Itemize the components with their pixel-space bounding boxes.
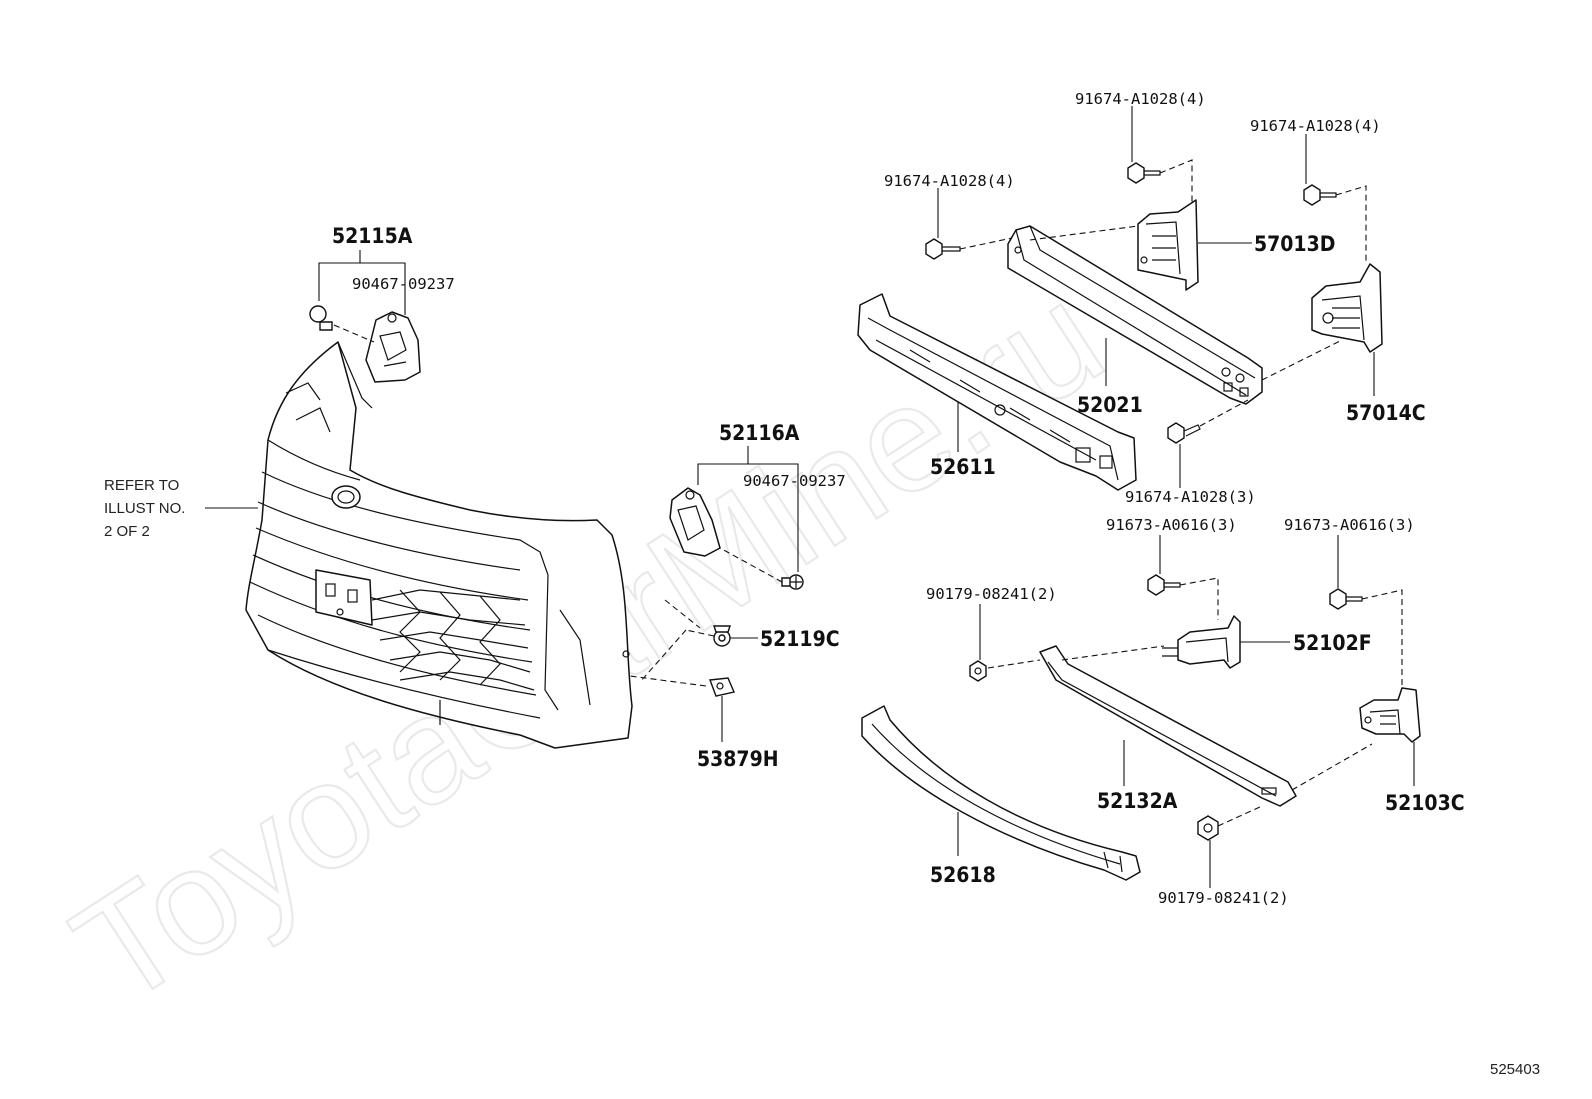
bracket-52102f: 52102F <box>1162 615 1372 669</box>
note-line-1: REFER TO <box>104 477 179 494</box>
bolt-91673-right: 91673-A0616(3) <box>1284 516 1415 688</box>
bumper-cover <box>245 341 633 749</box>
label-90467-a: 90467-09237 <box>352 275 455 293</box>
image-number: 525403 <box>1490 1061 1540 1078</box>
reinforcement-52132a: 52132A <box>1039 645 1373 813</box>
label-52611: 52611 <box>930 455 996 479</box>
absorber-52611: 52611 <box>857 293 1137 491</box>
label-52116a: 52116A <box>719 421 800 445</box>
label-91674-bottom: 91674-A1028(3) <box>1125 488 1256 506</box>
label-91673-left: 91673-A0616(3) <box>1106 516 1237 534</box>
bolt-91674-bottom: 91674-A1028(3) <box>1125 339 1343 506</box>
bolt-91674-left: 91674-A1028(4) <box>884 172 1139 260</box>
nut-90179-upper: 90179-08241(2) <box>926 585 1165 682</box>
bracket-57013d: 57013D <box>1137 199 1335 291</box>
label-53879h: 53879H <box>697 747 779 771</box>
label-52618: 52618 <box>930 863 996 887</box>
bracket-52115a: 52115A 90467-09237 <box>309 224 455 383</box>
label-52103c: 52103C <box>1385 791 1465 815</box>
bracket-57014c: 57014C <box>1311 263 1426 425</box>
bracket-52103c: 52103C <box>1359 687 1465 815</box>
bolt-91673-left: 91673-A0616(3) <box>1106 516 1237 620</box>
label-91674-left: 91674-A1028(4) <box>884 172 1015 190</box>
label-90179-upper: 90179-08241(2) <box>926 585 1057 603</box>
label-91673-right: 91673-A0616(3) <box>1284 516 1415 534</box>
reinforcement-52021: 52021 <box>1007 225 1263 417</box>
label-52132a: 52132A <box>1097 789 1178 813</box>
clip-52119c: 52119C <box>639 599 840 683</box>
label-57013d: 57013D <box>1254 232 1335 256</box>
label-90179-lower: 90179-08241(2) <box>1158 889 1289 907</box>
absorber-52618: 52618 <box>861 705 1141 887</box>
label-52021: 52021 <box>1077 393 1143 417</box>
clip-53879h: 53879H <box>629 675 779 771</box>
bolt-91674-right: 91674-A1028(4) <box>1250 117 1381 262</box>
bolt-91674-top: 91674-A1028(4) <box>1075 90 1206 202</box>
refer-note: REFER TO ILLUST NO. 2 OF 2 <box>104 477 258 540</box>
label-57014c: 57014C <box>1346 401 1426 425</box>
label-52119c: 52119C <box>760 627 840 651</box>
nut-90179-lower: 90179-08241(2) <box>1158 805 1289 907</box>
label-91674-top: 91674-A1028(4) <box>1075 90 1206 108</box>
note-line-2: ILLUST NO. <box>104 500 185 517</box>
label-52115a: 52115A <box>332 224 413 248</box>
bracket-52116a: 52116A 90467-09237 <box>669 421 846 590</box>
label-52102f: 52102F <box>1293 631 1372 655</box>
label-90467-b: 90467-09237 <box>743 472 846 490</box>
label-91674-right: 91674-A1028(4) <box>1250 117 1381 135</box>
note-line-3: 2 OF 2 <box>104 523 150 540</box>
